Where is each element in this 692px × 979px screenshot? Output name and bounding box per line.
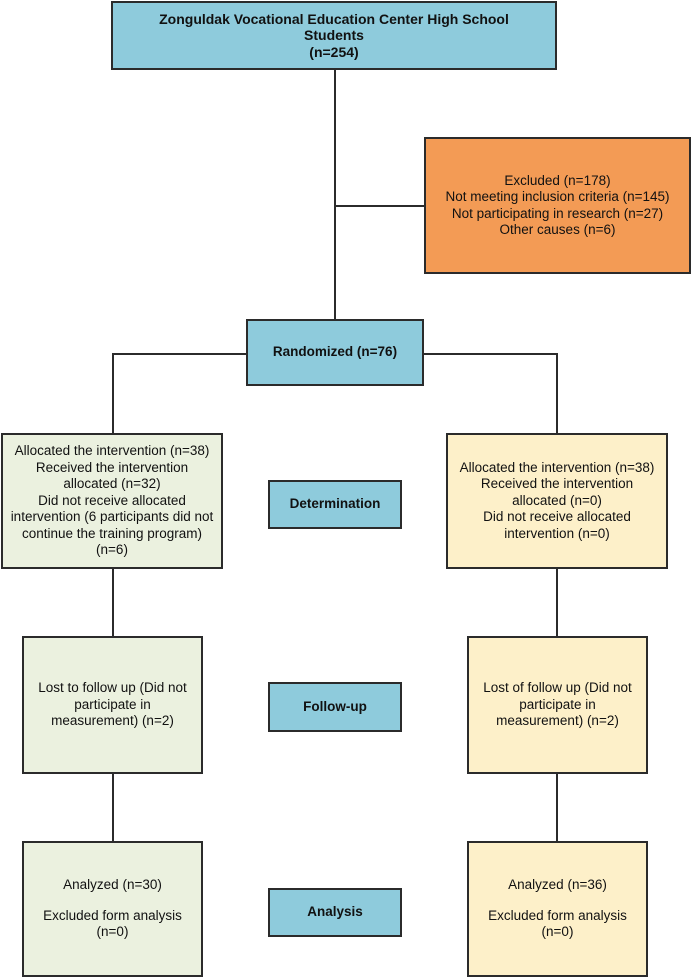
left-excluded-analysis: Excluded form analysis: [43, 907, 182, 923]
randomized-box: Randomized (n=76): [246, 319, 424, 386]
connector-randomized-left: [112, 353, 247, 355]
right-follow-up-box: Lost of follow up (Did not participate i…: [467, 636, 648, 774]
excluded-box: Excluded (n=178) Not meeting inclusion c…: [424, 137, 691, 274]
left-allocation-line: (n=6): [96, 542, 128, 558]
left-follow-up-line: participate in: [74, 696, 151, 712]
left-allocation-line: allocated (n=32): [63, 476, 161, 492]
connector-randomized-right: [423, 353, 557, 355]
left-analyzed: Analyzed (n=30): [63, 877, 162, 893]
connector-left-allocation-to-followup: [112, 568, 114, 636]
stage-follow-up-label: Follow-up: [303, 698, 367, 714]
right-allocation-line: Allocated the intervention (n=38): [459, 459, 655, 475]
left-analysis-box: Analyzed (n=30) Excluded form analysis (…: [22, 841, 203, 977]
right-follow-up-line: Lost of follow up (Did not: [483, 680, 632, 696]
left-follow-up-line: measurement) (n=2): [51, 713, 174, 729]
right-analysis-box: Analyzed (n=36) Excluded form analysis (…: [467, 841, 648, 977]
right-allocation-line: intervention (n=0): [504, 525, 610, 541]
right-allocation-box: Allocated the intervention (n=38) Receiv…: [446, 433, 668, 569]
right-follow-up-line: measurement) (n=2): [496, 713, 619, 729]
right-allocation-line: Received the intervention: [480, 476, 634, 492]
left-allocation-line: continue the training program): [21, 525, 203, 541]
right-allocation-line: Did not receive allocated: [483, 509, 631, 525]
right-excluded-analysis: Excluded form analysis: [488, 907, 627, 923]
right-allocation-line: allocated (n=0): [512, 492, 602, 508]
right-analyzed: Analyzed (n=36): [508, 877, 607, 893]
left-excluded-analysis-count: (n=0): [96, 924, 129, 940]
left-allocation-line: intervention (6 participants did not: [10, 509, 214, 525]
left-allocation-line: Did not receive allocated: [38, 492, 186, 508]
excluded-line: Excluded (n=178): [504, 172, 611, 188]
left-allocation-line: Received the intervention: [35, 459, 189, 475]
stage-determination-label: Determination: [289, 496, 381, 512]
excluded-line: Not participating in research (n=27): [451, 205, 664, 221]
right-follow-up-line: participate in: [519, 696, 596, 712]
stage-analysis-label: Analysis: [307, 904, 363, 920]
connector-right-followup-to-analysis: [556, 773, 558, 841]
stage-analysis: Analysis: [268, 888, 402, 937]
enrollment-title-line2: Students: [304, 27, 364, 44]
connector-right-allocation-to-followup: [556, 568, 558, 636]
left-follow-up-line: Lost to follow up (Did not: [38, 680, 187, 696]
connector-left-to-allocation: [112, 353, 114, 433]
connector-right-to-allocation: [556, 353, 558, 434]
left-allocation-line: Allocated the intervention (n=38): [14, 443, 210, 459]
connector-top-to-randomized: [334, 70, 336, 320]
randomized-label: Randomized (n=76): [272, 344, 398, 360]
enrollment-count: (n=254): [309, 43, 359, 60]
right-excluded-analysis-count: (n=0): [541, 924, 574, 940]
enrollment-title-line1: Zonguldak Vocational Education Center Hi…: [159, 10, 509, 27]
excluded-line: Not meeting inclusion criteria (n=145): [445, 189, 670, 204]
left-follow-up-box: Lost to follow up (Did not participate i…: [22, 636, 203, 774]
excluded-line: Other causes (n=6): [499, 222, 616, 237]
enrollment-box: Zonguldak Vocational Education Center Hi…: [111, 1, 557, 70]
connector-to-excluded: [334, 205, 425, 207]
connector-left-followup-to-analysis: [112, 773, 114, 841]
left-allocation-box: Allocated the intervention (n=38) Receiv…: [1, 433, 223, 569]
stage-follow-up: Follow-up: [268, 682, 402, 732]
stage-determination: Determination: [268, 480, 402, 529]
